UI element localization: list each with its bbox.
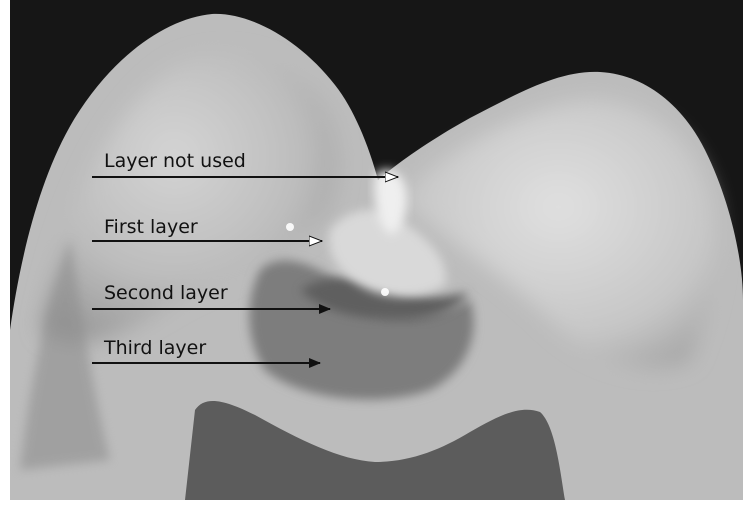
label-second-layer: Second layer (104, 282, 228, 304)
highlight-spot (381, 288, 389, 296)
white-border-bottom (0, 500, 743, 506)
label-layer-not-used: Layer not used (104, 150, 246, 172)
highlight-spot (286, 223, 294, 231)
label-third-layer: Third layer (103, 337, 206, 359)
label-first-layer: First layer (104, 216, 198, 238)
